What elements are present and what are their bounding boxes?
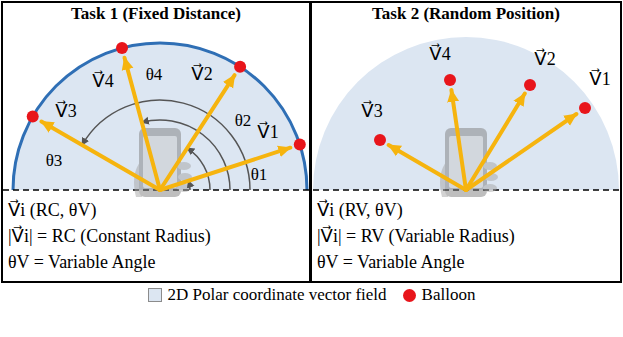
vector-label: V⃗2 [191, 64, 212, 86]
vector-arrows [41, 58, 290, 190]
formula-text: θV = Variable Angle [8, 251, 156, 273]
vector-label: V⃗3 [361, 101, 382, 123]
balloons [27, 42, 591, 151]
panel-title: Task 2 (Random Position) [312, 4, 620, 24]
angle-label: θ4 [146, 65, 163, 85]
task-panel: Task 2 (Random Position) V⃗i (RV, θV) |V⃗i… [310, 1, 622, 283]
constant-radius-arc [13, 43, 307, 190]
angle-label: θ1 [251, 165, 268, 185]
formula-text: |V⃗i| = RC (Constant Radius) [8, 225, 211, 247]
formula-text: |V⃗i| = RV (Variable Radius) [317, 225, 515, 247]
formula-text: θV = Variable Angle [317, 251, 465, 273]
legend-item: 2D Polar coordinate vector field [148, 285, 387, 305]
angle-label: θ2 [235, 111, 252, 131]
vector-label: V⃗2 [534, 49, 555, 71]
angle-arc [82, 100, 250, 190]
legend: 2D Polar coordinate vector field Balloon [0, 285, 623, 305]
legend-item: Balloon [403, 285, 476, 305]
vector-label: V⃗4 [429, 44, 450, 66]
vector-field-region [313, 37, 619, 190]
legend-dot [403, 289, 416, 302]
vector-field-region [13, 43, 307, 190]
legend-text: Balloon [422, 285, 476, 305]
formula-text: V⃗i (RC, θV) [8, 199, 96, 221]
legend-text: 2D Polar coordinate vector field [168, 285, 387, 305]
vector-label: V⃗4 [92, 71, 113, 93]
vector-label: V⃗3 [55, 101, 76, 123]
vector-arrows [389, 90, 577, 190]
vector-label: V⃗1 [257, 122, 278, 144]
legend-swatch [148, 288, 162, 302]
formula-text: V⃗i (RV, θV) [317, 199, 403, 221]
vector-label: V⃗1 [589, 69, 610, 91]
angle-arc [187, 148, 210, 190]
panel-title: Task 1 (Fixed Distance) [3, 4, 309, 24]
angle-label: θ3 [46, 151, 63, 171]
